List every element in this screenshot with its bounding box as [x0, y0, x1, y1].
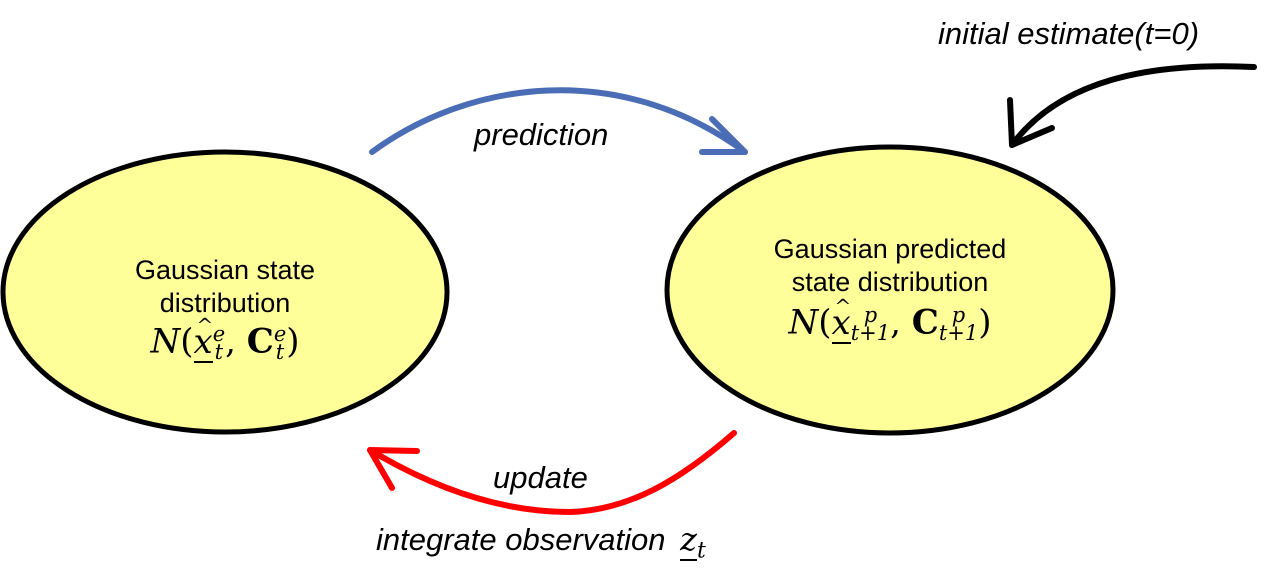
predicted-formula-var: x [831, 290, 851, 344]
state-node-text: Gaussian state distribution N(xet, Cet) [40, 254, 410, 363]
initial-estimate-arrow [1009, 63, 1257, 148]
predicted-node-formula: N(xpt+1, Cpt+1) [700, 290, 1080, 345]
initial-estimate-arrowhead [1007, 97, 1055, 148]
predicted-formula-cov: C [911, 302, 939, 343]
prediction-label: prediction [474, 117, 609, 152]
state-formula-cov-sub: t [275, 340, 285, 364]
update-label: update [493, 460, 588, 495]
predicted-state-distribution-node [664, 144, 1116, 436]
state-formula-open: ( [180, 321, 194, 362]
observation-variable: z [680, 520, 698, 561]
state-formula-sep: , [225, 321, 236, 362]
predicted-formula-sep: , [890, 302, 901, 343]
state-formula-fn: N [150, 321, 181, 362]
state-distribution-node [0, 149, 450, 435]
predicted-formula-open: ( [818, 302, 832, 343]
state-node-formula: N(xet, Cet) [40, 309, 410, 364]
predicted-formula-cov-sup: p [951, 303, 966, 327]
state-formula-close: ) [286, 321, 300, 362]
state-node-line2: distribution [159, 288, 291, 318]
prediction-arrow [369, 87, 748, 155]
state-formula-var-sub: t [214, 340, 224, 364]
state-formula-cov-sup: e [273, 322, 287, 346]
state-formula-var-sup: e [212, 322, 226, 346]
state-formula-var: x [193, 309, 213, 363]
integrate-observation-label: integrate observation zt [376, 520, 706, 563]
observation-subscript: t [697, 538, 706, 564]
update-arrowhead [367, 447, 420, 491]
predicted-formula-close: ) [978, 302, 992, 343]
state-formula-cov: C [246, 321, 274, 362]
update-arrow [367, 430, 737, 516]
predicted-node-line1: Gaussian predicted [773, 234, 1007, 264]
predicted-formula-var-sub: t+1 [850, 321, 891, 345]
initial-estimate-label: initial estimate(t=0) [938, 16, 1200, 51]
predicted-node-line2: state distribution [791, 267, 989, 297]
state-node-line1: Gaussian state [134, 255, 316, 285]
predicted-formula-cov-sub: t+1 [938, 321, 979, 345]
predicted-node-text: Gaussian predicted state distribution N(… [700, 233, 1080, 344]
integrate-observation-text: integrate observation [376, 522, 666, 557]
observation-symbol: zt [680, 520, 706, 563]
prediction-arrowhead [699, 116, 748, 155]
predicted-formula-var-sup: p [863, 303, 878, 327]
predicted-formula-fn: N [788, 302, 819, 343]
